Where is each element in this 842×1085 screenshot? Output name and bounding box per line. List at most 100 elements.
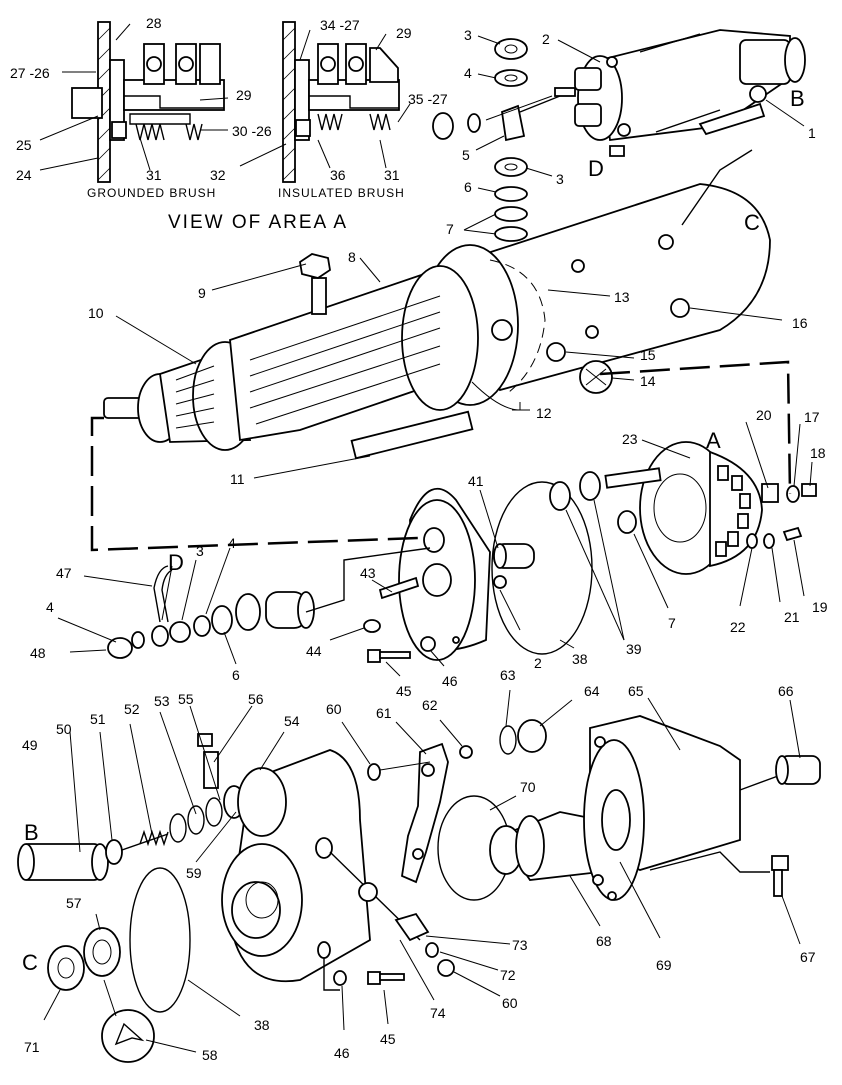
callout-16: 16 [792,315,808,331]
area-letter-b-top: B [790,86,805,111]
callout-54: 54 [284,713,300,729]
callout-56: 56 [248,691,264,707]
callout-32: 32 [210,167,226,183]
callout-60: 60 [326,701,342,717]
drive-housing [221,749,421,983]
cover-hardware [363,576,436,663]
callout-59: 59 [186,865,202,881]
callout-34-27: 34 -27 [320,17,360,33]
shift-lever [401,742,449,884]
callout-24: 24 [16,167,32,183]
nut-9 [299,253,331,279]
callout-21: 21 [784,609,800,625]
callout-20: 20 [756,407,772,423]
callout-45b: 45 [380,1031,396,1047]
callout-5: 5 [462,147,470,163]
callout-29: 29 [236,87,252,103]
area-letter-d-mid: D [168,550,184,575]
callout-38b: 38 [254,1017,270,1033]
callout-74: 74 [430,1005,446,1021]
callout-28: 28 [146,15,162,31]
solenoid-assembly [554,29,806,157]
callout-43: 43 [360,565,376,581]
bushing-66-67 [771,755,821,897]
callout-67: 67 [800,949,816,965]
callout-3b: 3 [556,171,564,187]
callout-46: 46 [442,673,458,689]
callout-6: 6 [464,179,472,195]
callout-27-26: 27 -26 [10,65,50,81]
group-line-armature [90,416,419,552]
callout-68: 68 [596,933,612,949]
callout-4b: 4 [228,535,236,551]
callout-57: 57 [66,895,82,911]
callout-12: 12 [536,405,552,421]
callout-60b: 60 [502,995,518,1011]
gasket-38b [129,867,191,1013]
callout-8: 8 [348,249,356,265]
callout-61: 61 [376,705,392,721]
callout-65: 65 [628,683,644,699]
view-title: VIEW OF AREA A [168,212,348,233]
callout-31: 31 [146,167,162,183]
detail-58 [101,979,197,1063]
nose-housing [583,715,779,901]
brush-hardware-17-22 [746,483,817,549]
callout-50: 50 [56,721,72,737]
leader-solenoid-stud [519,95,561,113]
area-letter-c-top: C [744,210,760,235]
callout-19: 19 [812,599,828,615]
callout-73: 73 [512,937,528,953]
inset-leaders [39,23,411,171]
callout-48: 48 [30,645,46,661]
drive-hardware [333,882,455,986]
callout-2b: 2 [534,655,542,671]
callout-numbers: 1 2 2 3 3 3 4 4 4 5 6 6 7 7 8 9 10 11 12… [10,15,828,1063]
callout-17: 17 [804,409,820,425]
callout-53: 53 [154,693,170,709]
area-letter-b-bottom: B [24,820,39,845]
area-letter-a: A [706,428,721,453]
callout-66: 66 [778,683,794,699]
callout-31b: 31 [384,167,400,183]
caption-insulated-brush: INSULATED BRUSH [278,186,405,200]
callout-46b: 46 [334,1045,350,1061]
callout-62: 62 [422,697,438,713]
callout-41: 41 [468,473,484,489]
inset-insulated-brush [282,21,400,183]
callout-39: 39 [626,641,642,657]
brush-plate [604,441,763,575]
callout-63: 63 [500,667,516,683]
leader-lines [57,35,813,677]
ring-63-64-62 [367,719,547,781]
callout-58: 58 [202,1047,218,1063]
callout-51: 51 [90,711,106,727]
callout-29b: 29 [396,25,412,41]
callout-13: 13 [614,289,630,305]
callout-49: 49 [22,737,38,753]
callout-3: 3 [464,27,472,43]
callout-30-26: 30 -26 [232,123,272,139]
field-coils [229,265,479,460]
callout-14: 14 [640,373,656,389]
callout-10: 10 [88,305,104,321]
callout-47: 47 [56,565,72,581]
callout-6b: 6 [232,667,240,683]
callout-15: 15 [640,347,656,363]
inset-grounded-brush [71,21,225,183]
callout-55: 55 [178,691,194,707]
callout-3c: 3 [196,543,204,559]
callout-72: 72 [500,967,516,983]
callout-36: 36 [330,167,346,183]
washers-39 [549,471,601,511]
callout-64: 64 [584,683,600,699]
callout-25: 25 [16,137,32,153]
callout-23: 23 [622,431,638,447]
callout-38: 38 [572,651,588,667]
callout-9: 9 [198,285,206,301]
group-line-housing [599,360,792,495]
end-cover [398,487,535,661]
callout-7: 7 [446,221,454,237]
